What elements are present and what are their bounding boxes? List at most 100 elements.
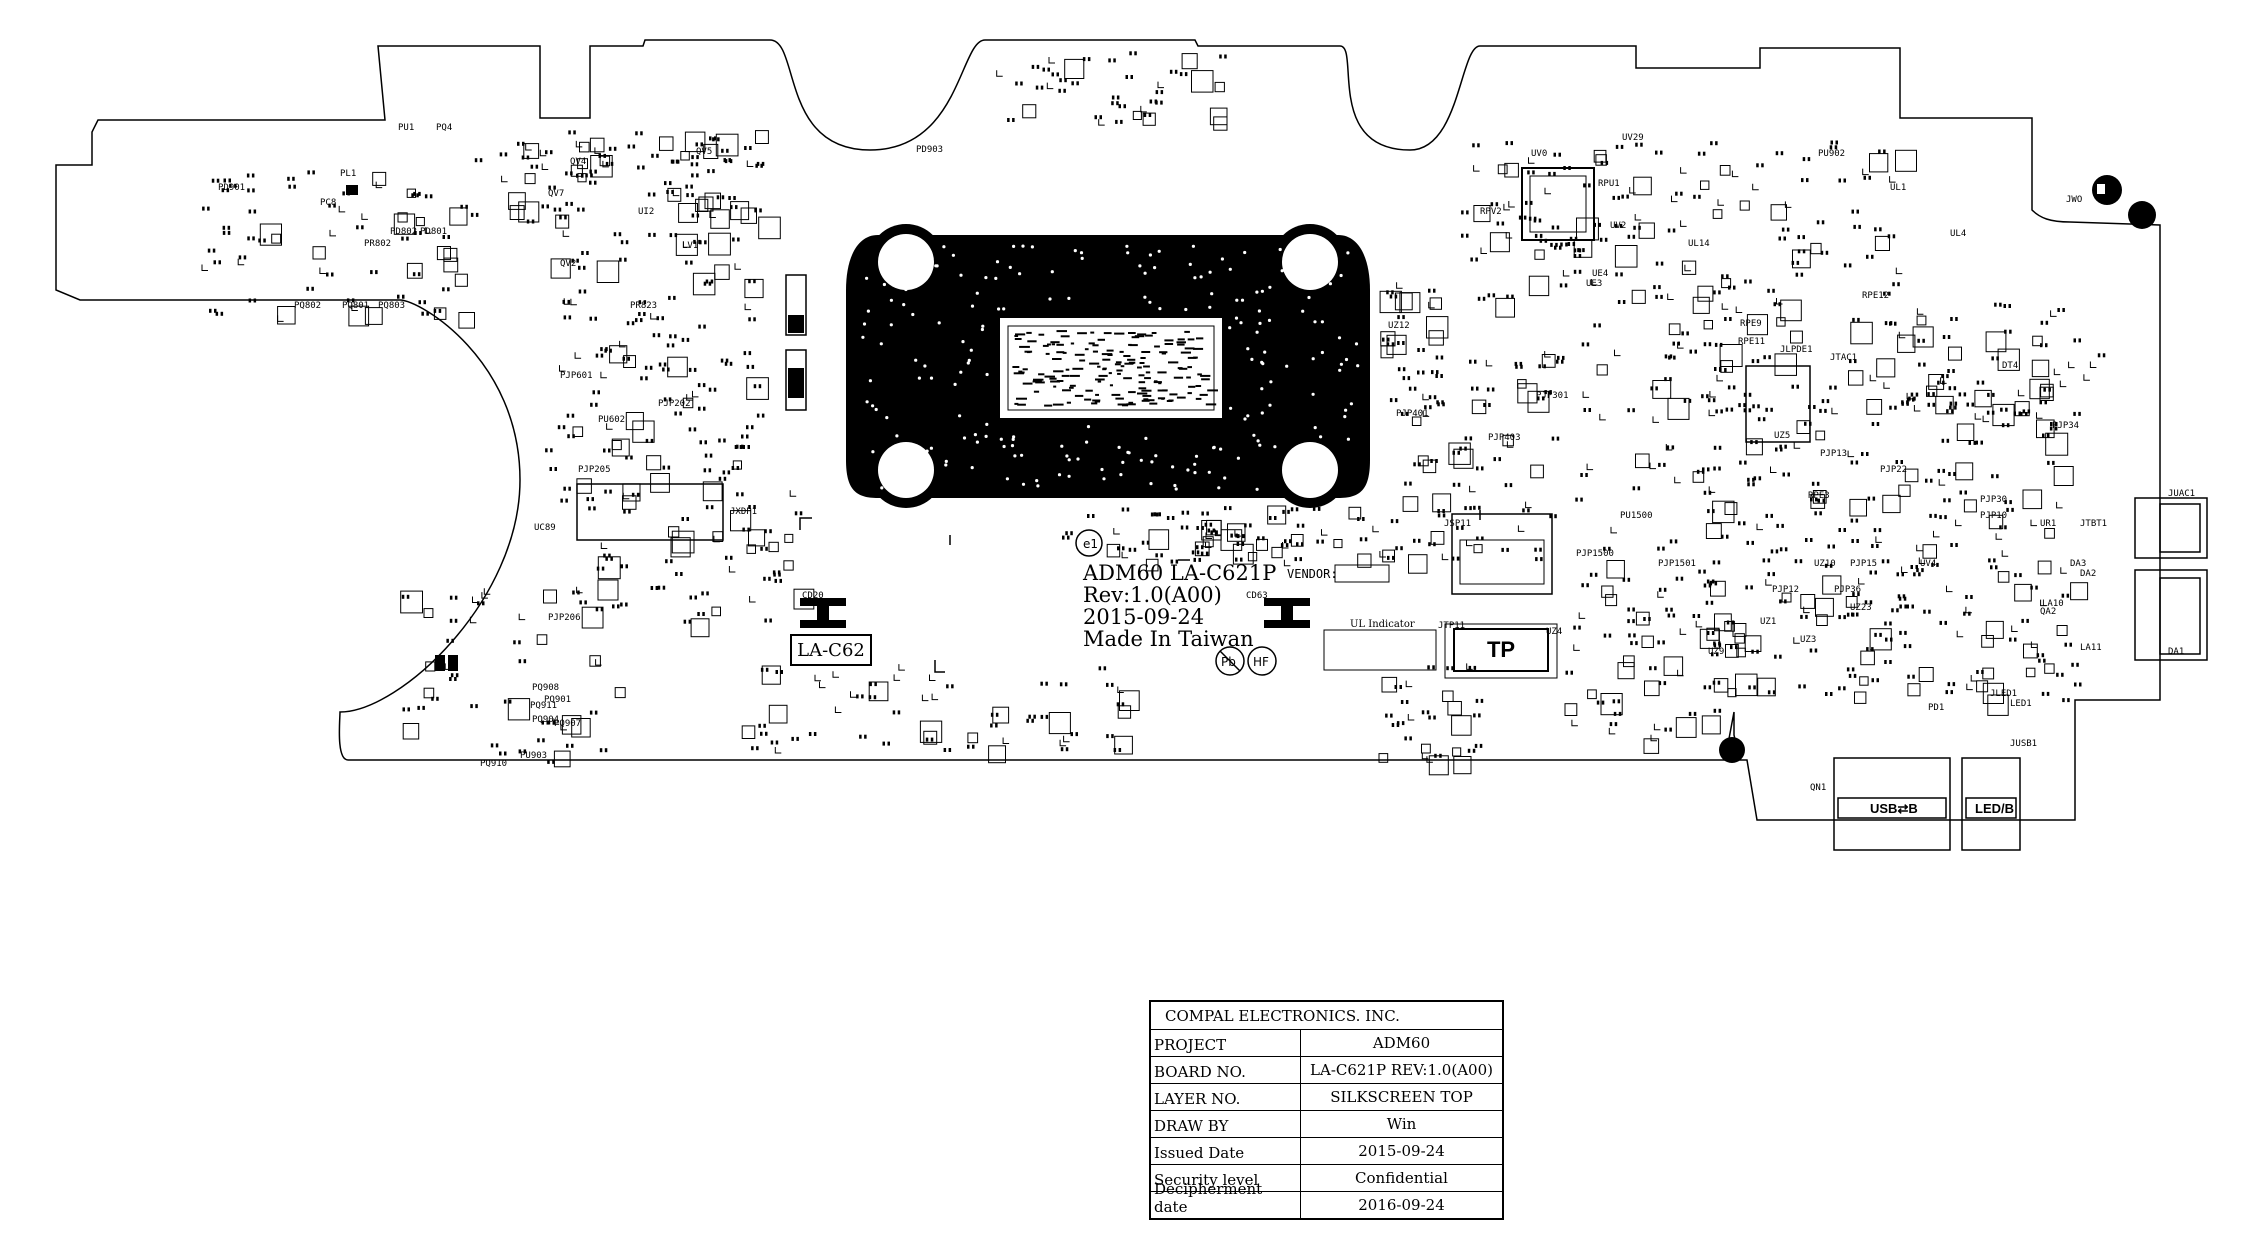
component-ref-label: DA3 bbox=[2070, 559, 2087, 569]
component-ref-label: UL14 bbox=[1688, 239, 1710, 249]
component-ref-label: PJP301 bbox=[1536, 391, 1569, 401]
component-ref-label: PC8 bbox=[320, 198, 337, 208]
cpu-die-pad-marks bbox=[1012, 330, 1218, 407]
right-connector-upper bbox=[2134, 497, 2208, 559]
component-ref-label: PJP12 bbox=[1772, 585, 1800, 595]
title-block-value: SILKSCREEN TOP bbox=[1330, 1088, 1473, 1106]
component-ref-label: JWO bbox=[2066, 195, 2083, 205]
ul-indicator-label: UL Indicator bbox=[1350, 619, 1415, 630]
component-ref-label: PJP30 bbox=[1980, 495, 2008, 505]
component-ref-label: UE4 bbox=[1592, 269, 1609, 279]
jxdp1-connector bbox=[576, 483, 724, 541]
component-ref-label: UV0 bbox=[1531, 149, 1548, 159]
component-ref-label: JLED1 bbox=[1990, 689, 2018, 699]
component-ref-label: PL1 bbox=[340, 169, 357, 179]
component-ref-label: PQ803 bbox=[378, 301, 406, 311]
title-block-value: LA-C621P REV:1.0(A00) bbox=[1310, 1061, 1493, 1079]
chip-jtac1 bbox=[1745, 365, 1811, 443]
component-ref-label: LA10 bbox=[2042, 599, 2064, 609]
component-ref-label: JLPDE1 bbox=[1780, 345, 1813, 355]
component-ref-label: QA2 bbox=[2040, 607, 2057, 617]
component-ref-label: PU602 bbox=[598, 415, 626, 425]
title-block-key: PROJECT bbox=[1151, 1030, 1301, 1056]
component-ref-label: PJP1501 bbox=[1658, 559, 1696, 569]
svg-text:Pb: Pb bbox=[1221, 655, 1236, 669]
component-ref-label: UZ23 bbox=[1850, 603, 1872, 613]
title-block-row: BOARD NO. LA-C621P REV:1.0(A00) bbox=[1151, 1057, 1502, 1084]
component-ref-label: PQ801 bbox=[342, 301, 370, 311]
svg-text:e1: e1 bbox=[1083, 537, 1098, 551]
component-ref-label: QV7 bbox=[548, 189, 565, 199]
component-ref-label: UC89 bbox=[534, 523, 556, 533]
component-footprints bbox=[201, 51, 2106, 776]
component-ref-label: JSP11 bbox=[1444, 519, 1472, 529]
component-ref-label: PJP206 bbox=[548, 613, 581, 623]
right-connector-lower bbox=[2134, 569, 2208, 661]
component-ref-label: PQ908 bbox=[532, 683, 560, 693]
component-ref-label: UZ1 bbox=[1760, 617, 1777, 627]
logo-e1: e1 bbox=[1075, 529, 1103, 557]
component-ref-label: DA1 bbox=[2168, 647, 2185, 657]
component-ref-label: PD801 bbox=[420, 227, 448, 237]
inductor-lt1 bbox=[785, 274, 807, 336]
title-block-row: Issued Date 2015-09-24 bbox=[1151, 1138, 1502, 1165]
title-block-row: Security level Confidential bbox=[1151, 1165, 1502, 1192]
title-block-row: LAYER NO. SILKSCREEN TOP bbox=[1151, 1084, 1502, 1111]
component-ref-label: PD802 bbox=[390, 227, 418, 237]
logo-pb-hf: Pb HF bbox=[1215, 646, 1277, 676]
component-ref-label: UE3 bbox=[1586, 279, 1603, 289]
board-date: 2015-09-24 bbox=[1083, 605, 1205, 629]
led-component bbox=[2092, 175, 2156, 229]
component-ref-label: PJP202 bbox=[658, 399, 691, 409]
component-ref-label: RPE11 bbox=[1738, 337, 1766, 347]
svg-text:HF: HF bbox=[1253, 655, 1269, 669]
inductor-pl1 bbox=[346, 185, 358, 195]
title-block-row: PROJECT ADM60 bbox=[1151, 1030, 1502, 1057]
component-ref-label: PQ907 bbox=[554, 719, 582, 729]
title-block-value: 2015-09-24 bbox=[1358, 1142, 1445, 1160]
component-ref-label: JTP11 bbox=[1438, 621, 1466, 631]
heatsink-via-dots bbox=[861, 244, 1360, 491]
component-ref-label: PJP205 bbox=[578, 465, 611, 475]
component-ref-label: UL4 bbox=[1950, 229, 1967, 239]
usb-connector-label: USB⇄B bbox=[1870, 801, 1918, 816]
board-model: ADM60 LA-C621P bbox=[1083, 561, 1277, 585]
component-ref-label: PJP10 bbox=[1980, 511, 2008, 521]
lac62-label: LA-C62 bbox=[790, 634, 872, 666]
component-ref-label: UZ5 bbox=[1774, 431, 1791, 441]
component-ref-label: QN1 bbox=[1810, 783, 1827, 793]
component-ref-label: PD903 bbox=[916, 145, 944, 155]
title-block-value: ADM60 bbox=[1372, 1034, 1431, 1052]
led-connector-label: LED/B bbox=[1975, 801, 2014, 816]
inductor-lt2 bbox=[785, 349, 807, 411]
vendor-label: VENDOR: bbox=[1287, 567, 1338, 581]
jtp11-connector bbox=[1451, 513, 1553, 595]
title-block-key: Decipherment date bbox=[1151, 1180, 1301, 1218]
component-ref-label: RPE9 bbox=[1740, 319, 1762, 329]
component-ref-label: PQ911 bbox=[530, 701, 558, 711]
component-ref-label: PQ901 bbox=[544, 695, 572, 705]
title-block-value: 2016-09-24 bbox=[1358, 1196, 1445, 1214]
component-ref-label: RPE12 bbox=[1862, 291, 1890, 301]
board-revision: Rev:1.0(A00) bbox=[1083, 583, 1222, 607]
component-ref-label: RPV2 bbox=[1480, 207, 1502, 217]
component-ref-label: PJP1500 bbox=[1576, 549, 1614, 559]
capacitor-cd20 bbox=[800, 598, 846, 628]
title-block-value: Confidential bbox=[1355, 1169, 1448, 1187]
component-ref-label: LV1 bbox=[682, 241, 699, 251]
component-ref-label: UV29 bbox=[1622, 133, 1644, 143]
title-block-company: COMPAL ELECTRONICS. INC. bbox=[1151, 1002, 1502, 1030]
component-ref-label: DT4 bbox=[2002, 361, 2019, 371]
board-outline bbox=[55, 39, 2161, 821]
component-ref-label: UV4 bbox=[1920, 559, 1937, 569]
component-ref-label: JTAC1 bbox=[1830, 353, 1858, 363]
touchpad-label: TP bbox=[1453, 628, 1549, 672]
component-ref-label: RPE3 bbox=[1808, 491, 1830, 501]
component-ref-label: PU902 bbox=[1818, 149, 1846, 159]
component-ref-label: JXDP1 bbox=[730, 507, 758, 517]
inductor-pl8 bbox=[435, 655, 445, 671]
component-ref-label: JUSB1 bbox=[2010, 739, 2038, 749]
component-ref-label: UZ3 bbox=[1800, 635, 1817, 645]
component-ref-label: JUAC1 bbox=[2168, 489, 2196, 499]
